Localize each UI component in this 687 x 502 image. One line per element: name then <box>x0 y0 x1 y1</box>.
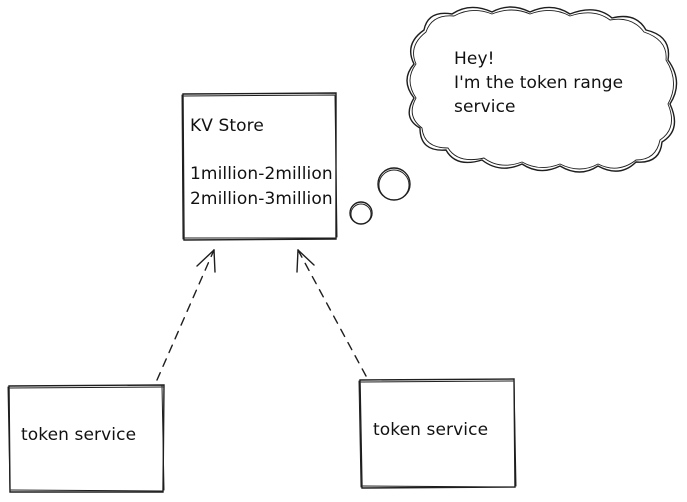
thought-bubble <box>349 6 678 225</box>
token-service-label-left: token service <box>21 425 137 445</box>
arrow-left-to-kv-store <box>156 249 216 381</box>
thought-bubble-line-1: Hey! <box>454 49 495 69</box>
kv-store-range-1: 1million-2million <box>190 164 333 184</box>
thought-bubble-line-2: I'm the token range <box>454 73 624 93</box>
kv-store-box[interactable] <box>181 92 338 241</box>
token-service-box-right[interactable] <box>358 378 517 489</box>
token-service-box-left[interactable] <box>7 384 165 493</box>
kv-store-range-2: 2million-3million <box>190 189 333 209</box>
arrow-right-to-kv-store <box>296 249 367 377</box>
kv-store-title: KV Store <box>190 116 264 136</box>
thought-bubble-line-3: service <box>454 97 516 117</box>
token-service-label-right: token service <box>373 420 489 440</box>
